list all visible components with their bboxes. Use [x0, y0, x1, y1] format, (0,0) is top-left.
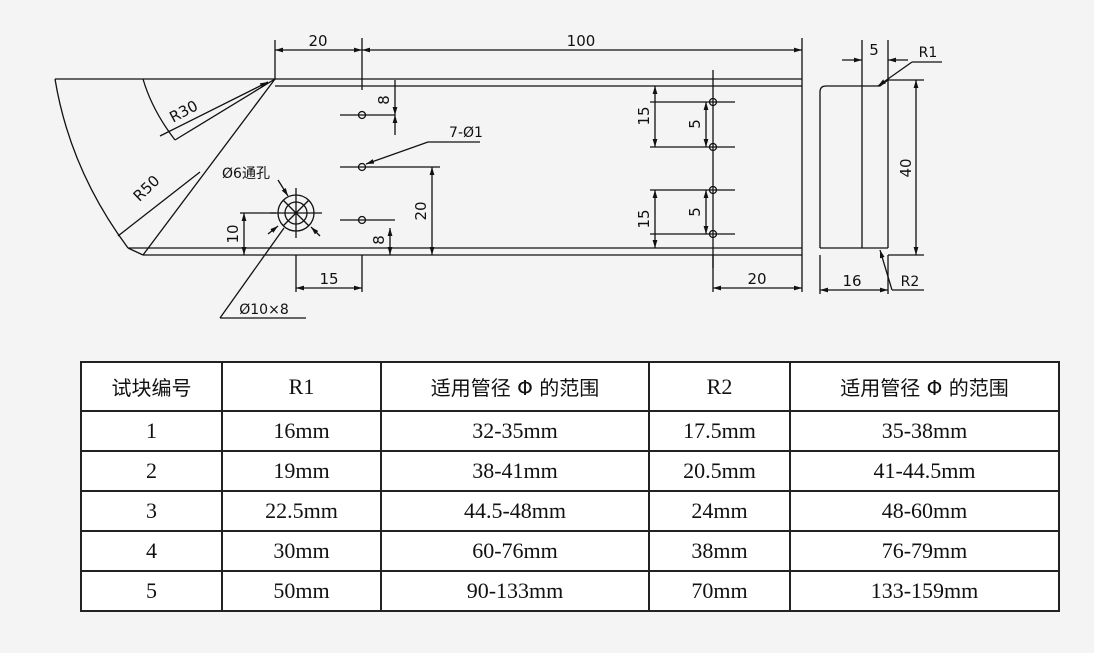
table-row: 3 22.5mm 44.5-48mm 24mm 48-60mm — [80, 490, 1060, 532]
label-counterbore: Ø10×8 — [239, 302, 288, 318]
cell-range-r2: 48-60mm — [789, 490, 1060, 532]
cell-r2: 38mm — [648, 530, 791, 572]
label-7-holes: 7-Ø1 — [449, 125, 483, 141]
cell-block-number: 5 — [80, 570, 223, 612]
label-r2: R2 — [901, 274, 920, 290]
cell-block-number: 4 — [80, 530, 223, 572]
col-header-block-number: 试块编号 — [80, 361, 223, 412]
cell-range-r2: 133-159mm — [789, 570, 1060, 612]
test-block-spec-table: 试块编号 R1 适用管径 Φ 的范围 R2 适用管径 Φ 的范围 1 16mm … — [80, 361, 1060, 612]
col-header-pipe-range-r1: 适用管径 Φ 的范围 — [380, 361, 650, 412]
cell-block-number: 3 — [80, 490, 223, 532]
label-r1: R1 — [919, 45, 938, 61]
dim-100-top: 100 — [567, 32, 596, 50]
cell-range-r1: 38-41mm — [380, 450, 650, 492]
dim-5-side: 5 — [869, 41, 879, 59]
table-row: 1 16mm 32-35mm 17.5mm 35-38mm — [80, 410, 1060, 452]
dim-20-vertical: 20 — [412, 201, 430, 220]
cell-r1: 16mm — [221, 410, 382, 452]
label-r30: R30 — [166, 97, 201, 127]
cell-range-r1: 90-133mm — [380, 570, 650, 612]
table-row: 5 50mm 90-133mm 70mm 133-159mm — [80, 570, 1060, 612]
cell-r1: 50mm — [221, 570, 382, 612]
table-header-row: 试块编号 R1 适用管径 Φ 的范围 R2 适用管径 Φ 的范围 — [80, 361, 1060, 412]
cell-range-r1: 60-76mm — [380, 530, 650, 572]
engineering-drawing: 20 100 5 R1 R30 R50 8 7-Ø1 Ø6通孔 10 20 8 … — [54, 32, 942, 319]
cell-r1: 19mm — [221, 450, 382, 492]
dim-16: 16 — [842, 272, 861, 290]
cell-r2: 20.5mm — [648, 450, 791, 492]
dim-8-lower: 8 — [370, 235, 388, 245]
label-through-hole: Ø6通孔 — [222, 166, 270, 182]
table-row: 2 19mm 38-41mm 20.5mm 41-44.5mm — [80, 450, 1060, 492]
dim-15-upper-right: 15 — [635, 106, 653, 125]
cell-r1: 30mm — [221, 530, 382, 572]
cell-range-r2: 76-79mm — [789, 530, 1060, 572]
dim-5-upper-right: 5 — [686, 119, 704, 129]
cell-range-r2: 41-44.5mm — [789, 450, 1060, 492]
dim-40: 40 — [897, 158, 915, 177]
block-outline — [54, 78, 803, 256]
cell-block-number: 2 — [80, 450, 223, 492]
dim-20-top: 20 — [308, 32, 327, 50]
cell-block-number: 1 — [80, 410, 223, 452]
cell-range-r1: 44.5-48mm — [380, 490, 650, 532]
cell-r2: 17.5mm — [648, 410, 791, 452]
cell-range-r1: 32-35mm — [380, 410, 650, 452]
cell-r2: 24mm — [648, 490, 791, 532]
dim-8-upper: 8 — [375, 95, 393, 105]
col-header-pipe-range-r2: 适用管径 Φ 的范围 — [789, 361, 1060, 412]
col-header-r1: R1 — [221, 361, 382, 412]
dim-15-bottom: 15 — [319, 270, 338, 288]
dim-10: 10 — [224, 224, 242, 243]
cell-r1: 22.5mm — [221, 490, 382, 532]
dim-5-lower-right: 5 — [686, 207, 704, 217]
table-row: 4 30mm 60-76mm 38mm 76-79mm — [80, 530, 1060, 572]
cell-r2: 70mm — [648, 570, 791, 612]
dim-15-lower-right: 15 — [635, 209, 653, 228]
side-view — [819, 79, 889, 249]
cell-range-r2: 35-38mm — [789, 410, 1060, 452]
dim-20-bottom-right: 20 — [747, 270, 766, 288]
col-header-r2: R2 — [648, 361, 791, 412]
label-r50: R50 — [130, 172, 164, 205]
